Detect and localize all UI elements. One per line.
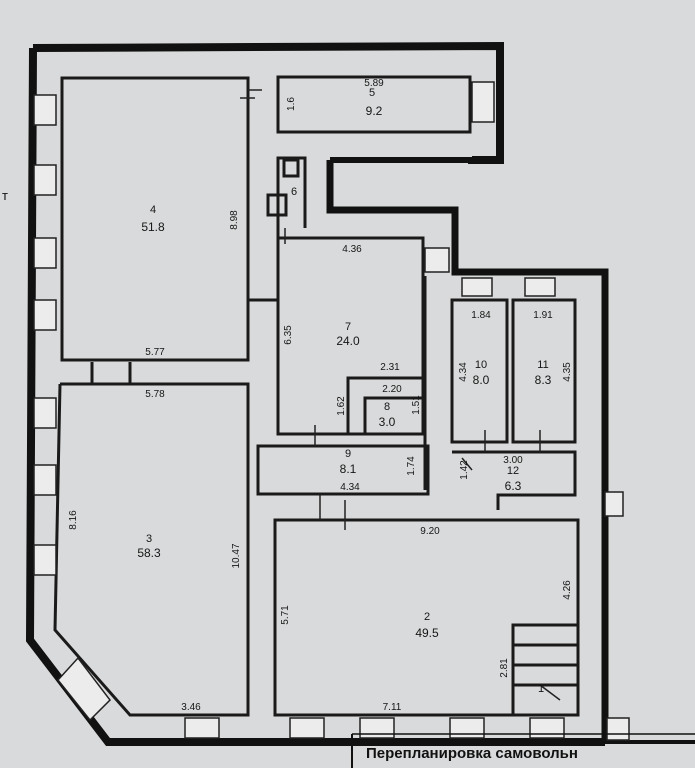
dim-5-77: 5.77 <box>145 347 165 358</box>
room-10-number: 10 <box>475 359 487 371</box>
dim-8-16: 8.16 <box>68 510 79 530</box>
doors <box>240 89 561 701</box>
room-7-number: 7 <box>345 321 351 333</box>
dim-9-20: 9.20 <box>420 526 440 537</box>
dim-4-34-room10: 4.34 <box>458 362 469 382</box>
room-12-area: 6.3 <box>505 479 522 493</box>
dim-5-71: 5.71 <box>280 605 291 625</box>
dim-2-20: 2.20 <box>382 384 402 395</box>
dim-5-78: 5.78 <box>145 389 165 400</box>
dim-1-62: 1.62 <box>336 396 347 416</box>
dim-4-34-room9: 4.34 <box>340 482 360 493</box>
dim-2-31: 2.31 <box>380 362 400 373</box>
room-11-number: 11 <box>537 359 548 371</box>
dim-4-35: 4.35 <box>562 362 573 382</box>
footer-text: Перепланировка самовольн <box>366 745 578 762</box>
dim-1-84: 1.84 <box>471 310 491 321</box>
windows <box>33 81 630 741</box>
room-4-area: 51.8 <box>141 220 165 234</box>
room-3-number: 3 <box>146 533 152 545</box>
dim-2-81: 2.81 <box>499 658 510 678</box>
dim-1-74: 1.74 <box>406 456 417 476</box>
room-8-number: 8 <box>384 401 390 413</box>
room-4-number: 4 <box>150 204 156 216</box>
room-7-area: 24.0 <box>336 334 360 348</box>
room-12-number: 12 <box>507 465 519 477</box>
dim-1-91: 1.91 <box>533 310 553 321</box>
dimension-labels: 5.89 1.6 8.98 4.36 6.35 5.77 5.78 2.31 2… <box>68 78 573 713</box>
room-areas: 51.8 9.2 24.0 3.0 8.1 8.0 8.3 6.3 58.3 4… <box>137 104 551 640</box>
room-5-area: 9.2 <box>366 104 383 118</box>
dim-8-98: 8.98 <box>229 210 240 230</box>
room-10-area: 8.0 <box>473 373 490 387</box>
room-numbers: 4 5 6 7 8 9 10 11 12 3 2 1 <box>146 87 549 695</box>
edge-mark: т <box>2 188 8 203</box>
room-8-area: 3.0 <box>379 415 396 429</box>
dim-10-47: 10.47 <box>231 543 242 568</box>
dim-3-00: 3.00 <box>503 455 523 466</box>
dim-1-51: 1.51 <box>411 395 422 415</box>
room-11-area: 8.3 <box>535 373 552 387</box>
dim-4-26: 4.26 <box>562 580 573 600</box>
interior-walls <box>53 75 580 717</box>
room-1-number: 1 <box>538 683 544 695</box>
dim-1-6: 1.6 <box>286 97 297 111</box>
footer-stamp: Перепланировка самовольн <box>351 733 695 768</box>
room-2-number: 2 <box>424 611 430 623</box>
dim-1-42: 1.42 <box>459 460 470 480</box>
room-2-area: 49.5 <box>415 626 439 640</box>
dim-6-35: 6.35 <box>283 325 294 345</box>
room-3-area: 58.3 <box>137 546 161 560</box>
room-9-number: 9 <box>345 448 351 460</box>
dim-3-46: 3.46 <box>181 702 201 713</box>
dim-5-89: 5.89 <box>364 78 384 89</box>
exterior-walls <box>25 41 695 746</box>
dim-4-36: 4.36 <box>342 244 362 255</box>
room-9-area: 8.1 <box>340 462 357 476</box>
dim-7-11: 7.11 <box>383 702 402 713</box>
room-6-number: 6 <box>291 186 297 198</box>
room-5-number: 5 <box>369 87 375 99</box>
